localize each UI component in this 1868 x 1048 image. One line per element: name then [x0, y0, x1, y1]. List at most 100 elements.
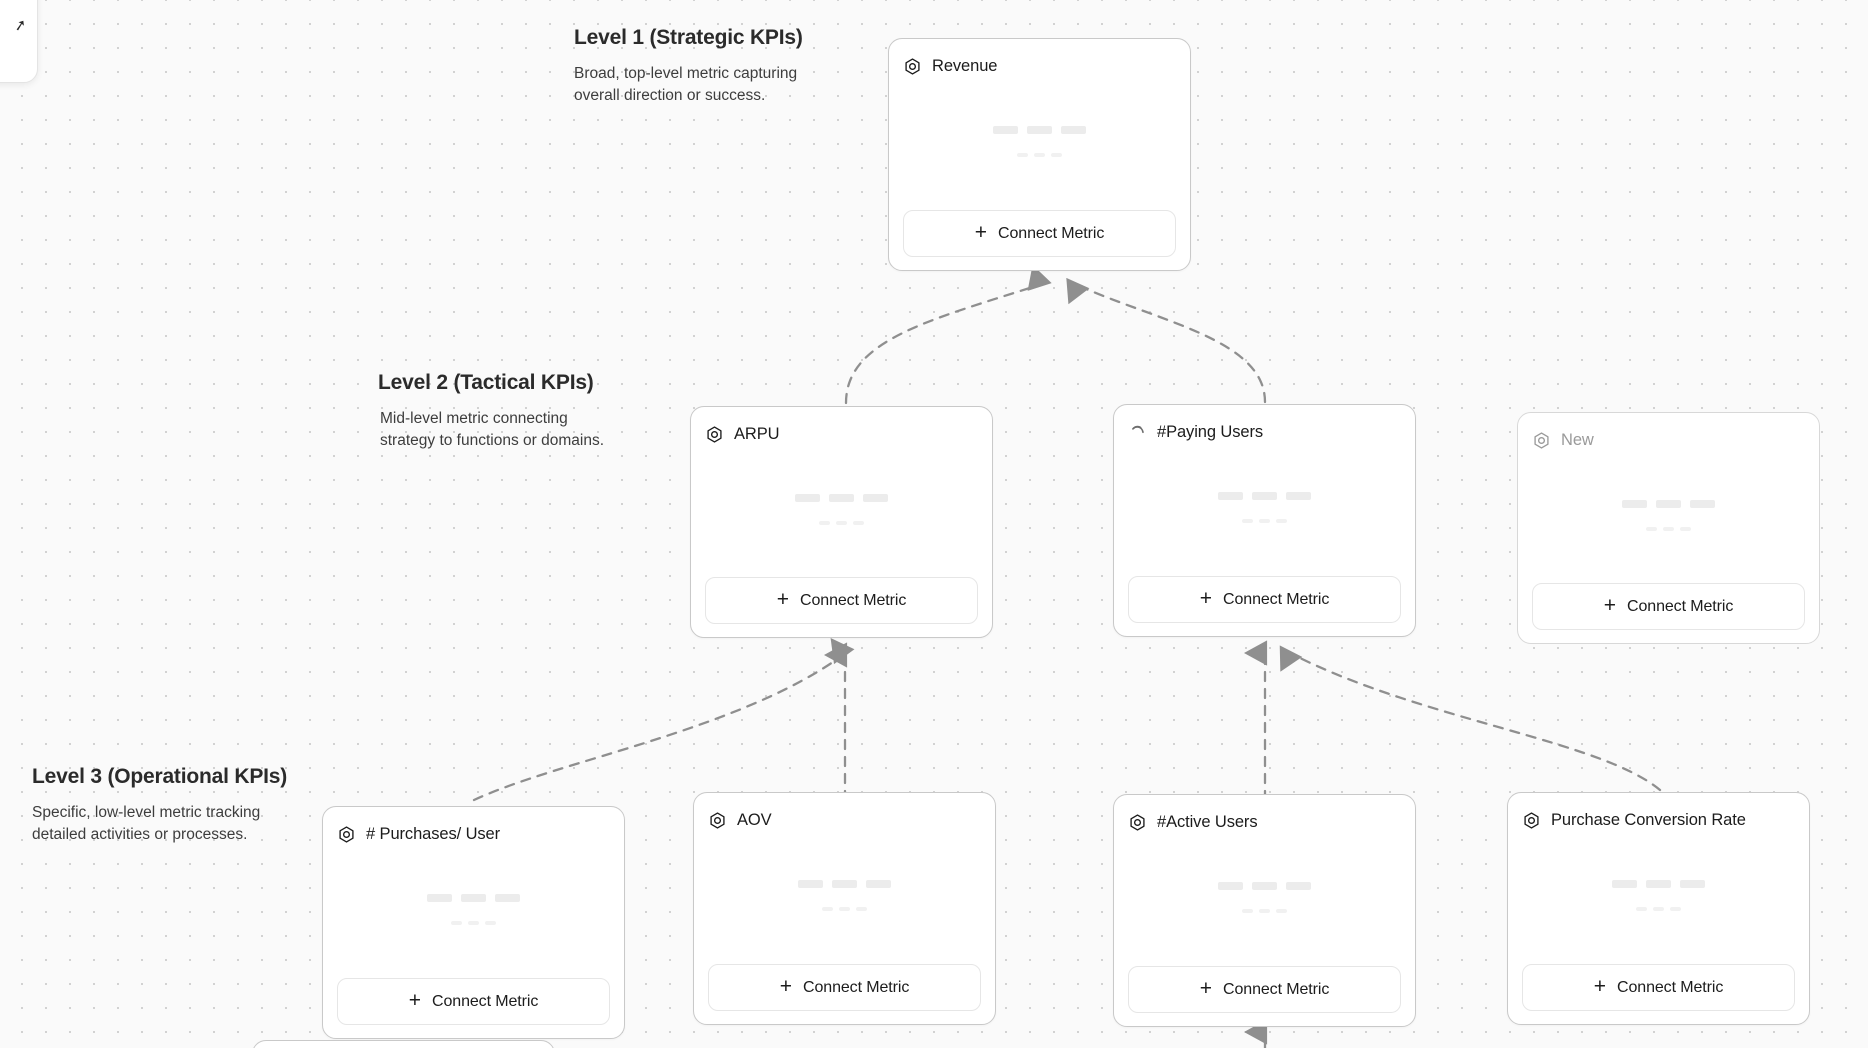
- edge-conversion-to-paying-users: [1279, 645, 1662, 792]
- skeleton-bar: [1242, 519, 1253, 523]
- card-skeleton-body: [1128, 835, 1401, 966]
- connect-metric-label: Connect Metric: [1223, 590, 1330, 608]
- metric-card-active-users[interactable]: #Active Users + Connect Metric: [1113, 794, 1416, 1027]
- metric-card-paying-users[interactable]: #Paying Users + Connect Metric: [1113, 404, 1416, 637]
- card-title: Revenue: [932, 56, 998, 75]
- skeleton-row-secondary: [1242, 519, 1287, 523]
- hexagon-metric-icon: [905, 57, 920, 75]
- floating-corner-panel[interactable]: ➚: [0, 0, 38, 83]
- skeleton-bar: [451, 921, 462, 925]
- metric-card-purchase-conversion-rate[interactable]: Purchase Conversion Rate + Connect Metri…: [1507, 792, 1810, 1025]
- card-skeleton-body: [705, 447, 978, 577]
- skeleton-bar: [856, 907, 867, 911]
- card-title: #Paying Users: [1157, 422, 1263, 441]
- level-3-description: Specific, low-level metric tracking deta…: [32, 804, 261, 843]
- skeleton-row-secondary: [1646, 526, 1691, 531]
- connect-metric-button[interactable]: + Connect Metric: [705, 577, 978, 624]
- card-skeleton-body: [1532, 453, 1805, 583]
- skeleton-bar: [829, 493, 854, 502]
- skeleton-bar: [1276, 909, 1287, 913]
- hexagon-metric-icon: [710, 811, 725, 829]
- skeleton-bar: [1653, 907, 1664, 911]
- skeleton-bar: [1242, 909, 1253, 913]
- level-1-label-block: Level 1 (Strategic KPIs) Broad, top-leve…: [574, 26, 809, 107]
- card-header: Revenue: [903, 53, 1176, 79]
- metric-card-revenue[interactable]: Revenue + Connect Metric: [888, 38, 1191, 271]
- level-2-description: Mid-level metric connecting strategy to …: [380, 410, 605, 449]
- skeleton-bar: [495, 894, 520, 902]
- plus-icon: +: [779, 975, 793, 998]
- card-title: ARPU: [734, 424, 780, 443]
- skeleton-row-secondary: [1636, 907, 1681, 911]
- skeleton-row-primary: [993, 126, 1086, 134]
- metric-card-partially-visible-bottom[interactable]: [252, 1040, 555, 1048]
- connect-metric-label: Connect Metric: [998, 224, 1105, 242]
- skeleton-bar: [1612, 880, 1637, 888]
- connect-metric-button[interactable]: + Connect Metric: [337, 978, 610, 1025]
- skeleton-bar: [836, 520, 847, 525]
- skeleton-row-primary: [795, 493, 888, 502]
- hexagon-metric-icon: [707, 425, 722, 443]
- edge-paying-users-to-revenue: [1066, 277, 1267, 404]
- connect-metric-label: Connect Metric: [1627, 597, 1734, 615]
- skeleton-bar: [832, 880, 857, 888]
- metric-card-aov[interactable]: AOV + Connect Metric: [693, 792, 996, 1025]
- skeleton-bar: [795, 493, 820, 502]
- card-skeleton-body: [903, 79, 1176, 210]
- card-header: AOV: [708, 807, 981, 833]
- skeleton-row-primary: [427, 894, 520, 902]
- card-title: # Purchases/ User: [366, 824, 501, 843]
- skeleton-row-secondary: [822, 907, 867, 911]
- metric-card-arpu[interactable]: ARPU + Connect Metric: [690, 406, 993, 638]
- skeleton-bar: [1218, 492, 1243, 500]
- level-1-title: Level 1 (Strategic KPIs): [574, 26, 803, 49]
- skeleton-bar: [798, 880, 823, 888]
- level-3-label-block: Level 3 (Operational KPIs) Specific, low…: [32, 765, 287, 846]
- skeleton-bar: [1622, 499, 1647, 508]
- level-1-description: Broad, top-level metric capturing overal…: [574, 65, 798, 104]
- card-header: # Purchases/ User: [337, 821, 610, 847]
- skeleton-bar: [1017, 153, 1028, 157]
- skeleton-bar: [1061, 126, 1086, 134]
- connect-metric-label: Connect Metric: [800, 591, 907, 609]
- edge-arpu-to-revenue: [844, 264, 1052, 405]
- connect-metric-button[interactable]: + Connect Metric: [708, 964, 981, 1011]
- skeleton-bar: [1286, 882, 1311, 890]
- skeleton-row-secondary: [1242, 909, 1287, 913]
- skeleton-bar: [1218, 882, 1243, 890]
- skeleton-bar: [839, 907, 850, 911]
- level-2-label-block: Level 2 (Tactical KPIs) Mid-level metric…: [378, 371, 625, 452]
- skeleton-bar: [1646, 526, 1657, 531]
- skeleton-bar: [1680, 880, 1705, 888]
- metric-card-purchases-per-user[interactable]: # Purchases/ User + Connect Metric: [322, 806, 625, 1039]
- edge-purchases-to-arpu: [472, 637, 855, 802]
- skeleton-bar: [1027, 126, 1052, 134]
- skeleton-row-primary: [1218, 492, 1311, 500]
- skeleton-bar: [993, 126, 1018, 134]
- skeleton-bar: [819, 520, 830, 525]
- connect-metric-button[interactable]: + Connect Metric: [1128, 966, 1401, 1013]
- plus-icon: +: [1199, 977, 1213, 1000]
- plus-icon: +: [1603, 594, 1617, 617]
- skeleton-bar: [1663, 526, 1674, 531]
- skeleton-bar: [853, 520, 864, 525]
- hexagon-metric-icon: [1534, 431, 1549, 449]
- connect-metric-button[interactable]: + Connect Metric: [1128, 576, 1401, 623]
- skeleton-bar: [863, 493, 888, 502]
- connect-metric-button[interactable]: + Connect Metric: [1522, 964, 1795, 1011]
- connect-metric-button[interactable]: + Connect Metric: [1532, 583, 1805, 630]
- card-title: AOV: [737, 810, 772, 829]
- connect-metric-label: Connect Metric: [1223, 980, 1330, 998]
- connect-metric-button[interactable]: + Connect Metric: [903, 210, 1176, 257]
- metric-card-new[interactable]: New + Connect Metric: [1517, 412, 1820, 644]
- connect-metric-label: Connect Metric: [803, 978, 910, 996]
- skeleton-bar: [1670, 907, 1681, 911]
- skeleton-bar: [1051, 153, 1062, 157]
- skeleton-row-secondary: [819, 520, 864, 525]
- skeleton-bar: [1690, 499, 1715, 508]
- plus-icon: +: [1199, 587, 1213, 610]
- skeleton-row-secondary: [1017, 153, 1062, 157]
- hexagon-metric-icon: [1524, 811, 1539, 829]
- skeleton-bar: [1252, 882, 1277, 890]
